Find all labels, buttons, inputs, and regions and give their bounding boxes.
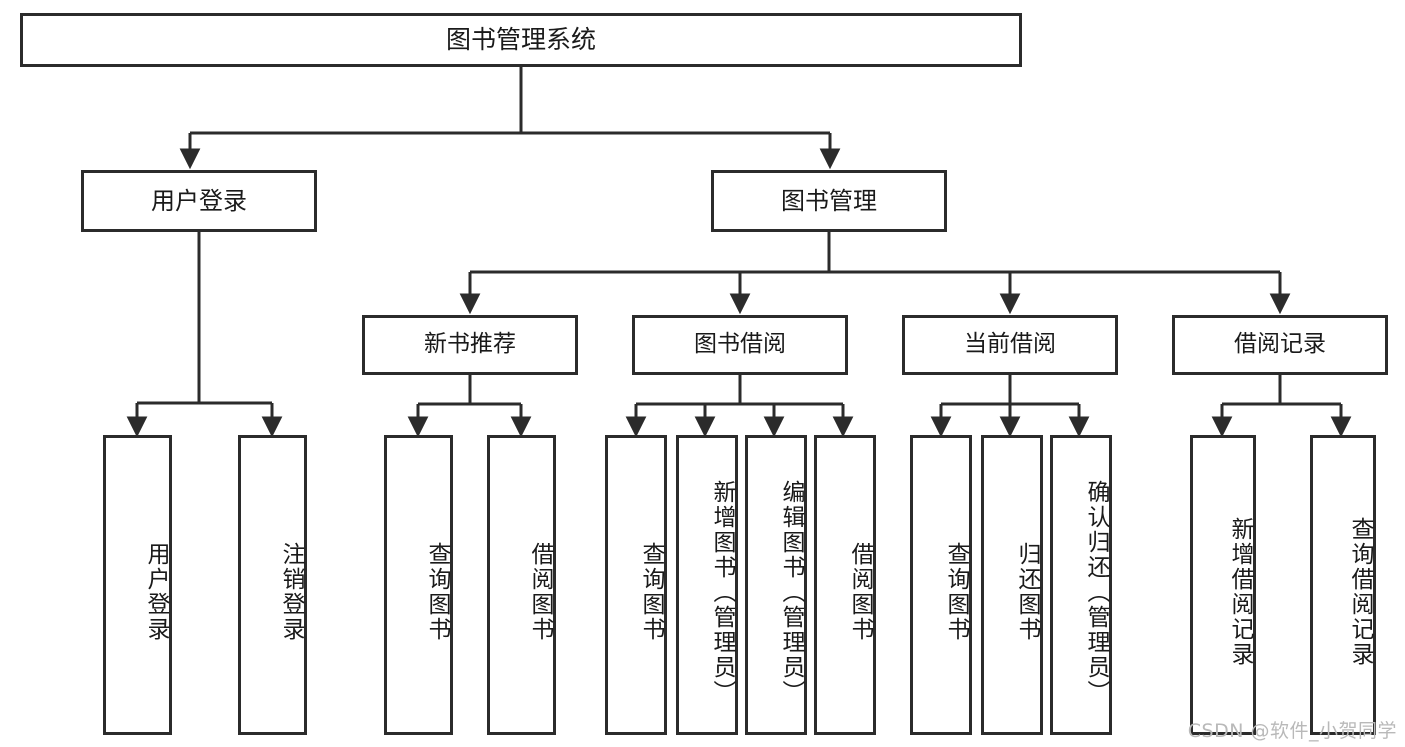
node-label: 查询图书 [638,542,664,642]
node-label: 当前借阅 [964,331,1056,358]
node-book-management[interactable]: 图书管理 [711,170,947,232]
node-borrow-record[interactable]: 借阅记录 [1172,315,1388,375]
node-book-borrow[interactable]: 图书借阅 [632,315,848,375]
leaf-add-borrow-record[interactable]: 新增借阅记录 [1190,435,1256,735]
node-label: 图书管理 [781,186,877,215]
leaf-user-login[interactable]: 用户登录 [103,435,172,735]
node-label: 新书推荐 [424,331,516,358]
leaf-query-book-recommend[interactable]: 查询图书 [384,435,453,735]
node-label: 新增图书（管理员） [709,479,735,705]
node-label: 查询图书 [943,542,969,642]
node-label: 用户登录 [151,186,247,215]
leaf-confirm-return-admin[interactable]: 确认归还（管理员） [1050,435,1112,735]
watermark-text: CSDN @软件_小贺同学 [1187,720,1397,742]
node-label: 查询图书 [424,542,450,642]
leaf-add-book-admin[interactable]: 新增图书（管理员） [676,435,738,735]
leaf-return-book[interactable]: 归还图书 [981,435,1043,735]
node-new-book-recommend[interactable]: 新书推荐 [362,315,578,375]
node-label: 借阅图书 [527,542,553,642]
leaf-query-book-current[interactable]: 查询图书 [910,435,972,735]
node-current-borrow[interactable]: 当前借阅 [902,315,1118,375]
node-label: 图书借阅 [694,331,786,358]
node-label: 归还图书 [1014,542,1040,642]
leaf-logout[interactable]: 注销登录 [238,435,307,735]
node-label: 图书管理系统 [445,25,596,55]
leaf-query-borrow-record[interactable]: 查询借阅记录 [1310,435,1376,735]
node-label: 借阅记录 [1234,331,1326,358]
leaf-edit-book-admin[interactable]: 编辑图书（管理员） [745,435,807,735]
node-label: 用户登录 [143,542,169,642]
leaf-borrow-book-recommend[interactable]: 借阅图书 [487,435,556,735]
node-label: 确认归还（管理员） [1083,479,1109,705]
node-root-system[interactable]: 图书管理系统 [20,13,1022,67]
node-label: 查询借阅记录 [1347,517,1373,667]
leaf-query-book-borrow[interactable]: 查询图书 [605,435,667,735]
node-label: 注销登录 [278,542,304,642]
node-label: 借阅图书 [847,542,873,642]
node-user-login[interactable]: 用户登录 [81,170,317,232]
node-label: 新增借阅记录 [1227,517,1253,667]
node-label: 编辑图书（管理员） [778,479,804,705]
leaf-borrow-book[interactable]: 借阅图书 [814,435,876,735]
